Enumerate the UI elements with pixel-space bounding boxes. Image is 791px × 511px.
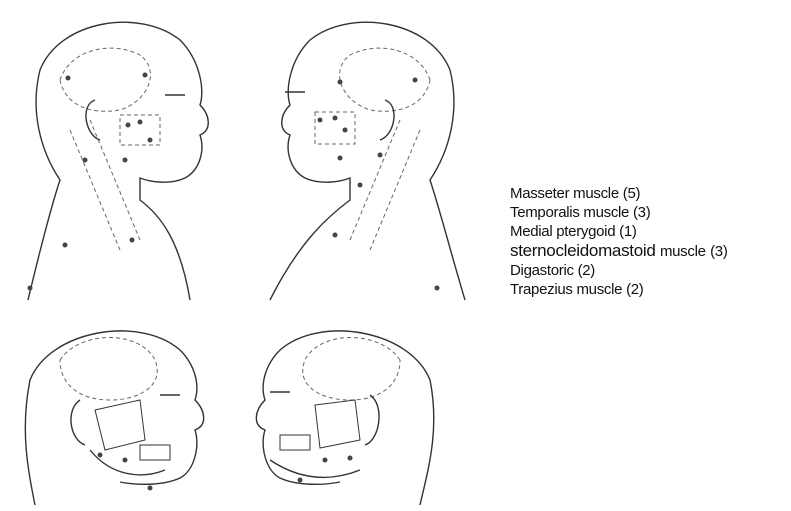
legend-item-medial-pterygoid: Medial pterygoid (1) [510, 222, 728, 241]
legend-item-count: (2) [578, 262, 595, 279]
head-bottom-left [25, 331, 203, 505]
legend-item-sternocleidomastoid: sternocleidomastoid muscle (3) [510, 241, 728, 261]
muscle-legend: Masseter muscle (5) Temporalis muscle (3… [510, 184, 728, 299]
legend-item-label: Trapezius muscle [510, 281, 622, 298]
legend-item-suffix: muscle [660, 243, 706, 260]
legend-item-count: (3) [633, 204, 650, 221]
legend-item-masseter: Masseter muscle (5) [510, 184, 728, 203]
legend-item-label: Masseter muscle [510, 185, 619, 202]
legend-item-count: (5) [623, 185, 640, 202]
legend-item-count: (2) [626, 281, 643, 298]
legend-item-label: Digastoric [510, 262, 574, 279]
legend-item-temporalis: Temporalis muscle (3) [510, 203, 728, 222]
legend-item-label: sternocleidomastoid [510, 241, 656, 260]
legend-item-label: Temporalis muscle [510, 204, 629, 221]
legend-item-label: Medial pterygoid [510, 223, 615, 240]
legend-item-digastoric: Digastoric (2) [510, 261, 728, 280]
legend-item-trapezius: Trapezius muscle (2) [510, 280, 728, 299]
head-top-left [28, 22, 209, 300]
legend-item-count: (3) [710, 243, 727, 260]
head-bottom-right [256, 331, 433, 505]
head-top-right [270, 22, 465, 300]
legend-item-count: (1) [619, 223, 636, 240]
